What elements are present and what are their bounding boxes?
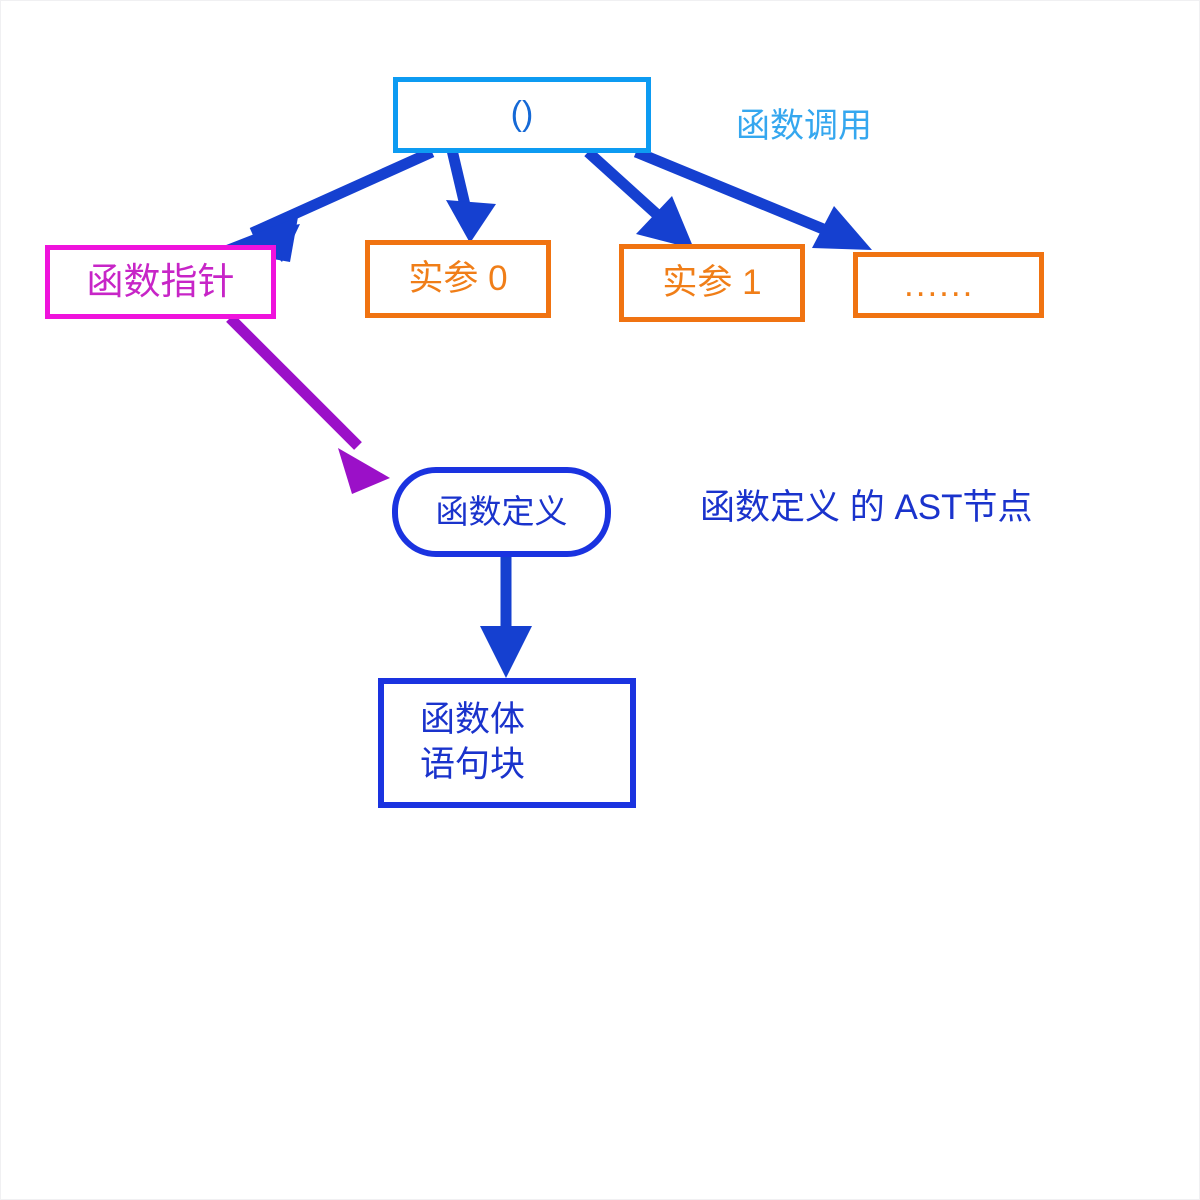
node-argument-0-label: 实参 0 (408, 258, 508, 298)
node-argument-1-label: 实参 1 (662, 262, 762, 302)
node-function-definition-label: 函数定义 (435, 492, 568, 530)
edge-function-definition-to-function-body (480, 556, 532, 678)
node-more-arguments[interactable]: ...... (853, 252, 1044, 318)
node-function-pointer[interactable]: 函数指针 (45, 245, 276, 319)
node-argument-0[interactable]: 实参 0 (365, 240, 551, 318)
node-function-call-label: () (510, 95, 534, 134)
node-function-body-line-2: 语句块 (420, 745, 526, 784)
edge-call-to-more-args (633, 146, 872, 250)
node-function-body-line-1: 函数体 (420, 700, 526, 740)
edge-function-pointer-to-function-definition (226, 314, 390, 494)
node-argument-1[interactable]: 实参 1 (619, 244, 805, 322)
edge-call-to-arg1 (584, 147, 694, 249)
node-function-body[interactable]: 函数体 语句块 (378, 678, 636, 808)
caption-ast-node: 函数定义 的 AST节点 (700, 488, 1033, 527)
node-function-definition[interactable]: 函数定义 (392, 467, 611, 557)
node-function-call[interactable]: () (393, 77, 651, 153)
node-more-arguments-label: ...... (904, 264, 975, 304)
edge-call-to-arg0 (446, 148, 496, 243)
node-function-pointer-label: 函数指针 (86, 261, 235, 303)
caption-function-call: 函数调用 (736, 107, 872, 145)
